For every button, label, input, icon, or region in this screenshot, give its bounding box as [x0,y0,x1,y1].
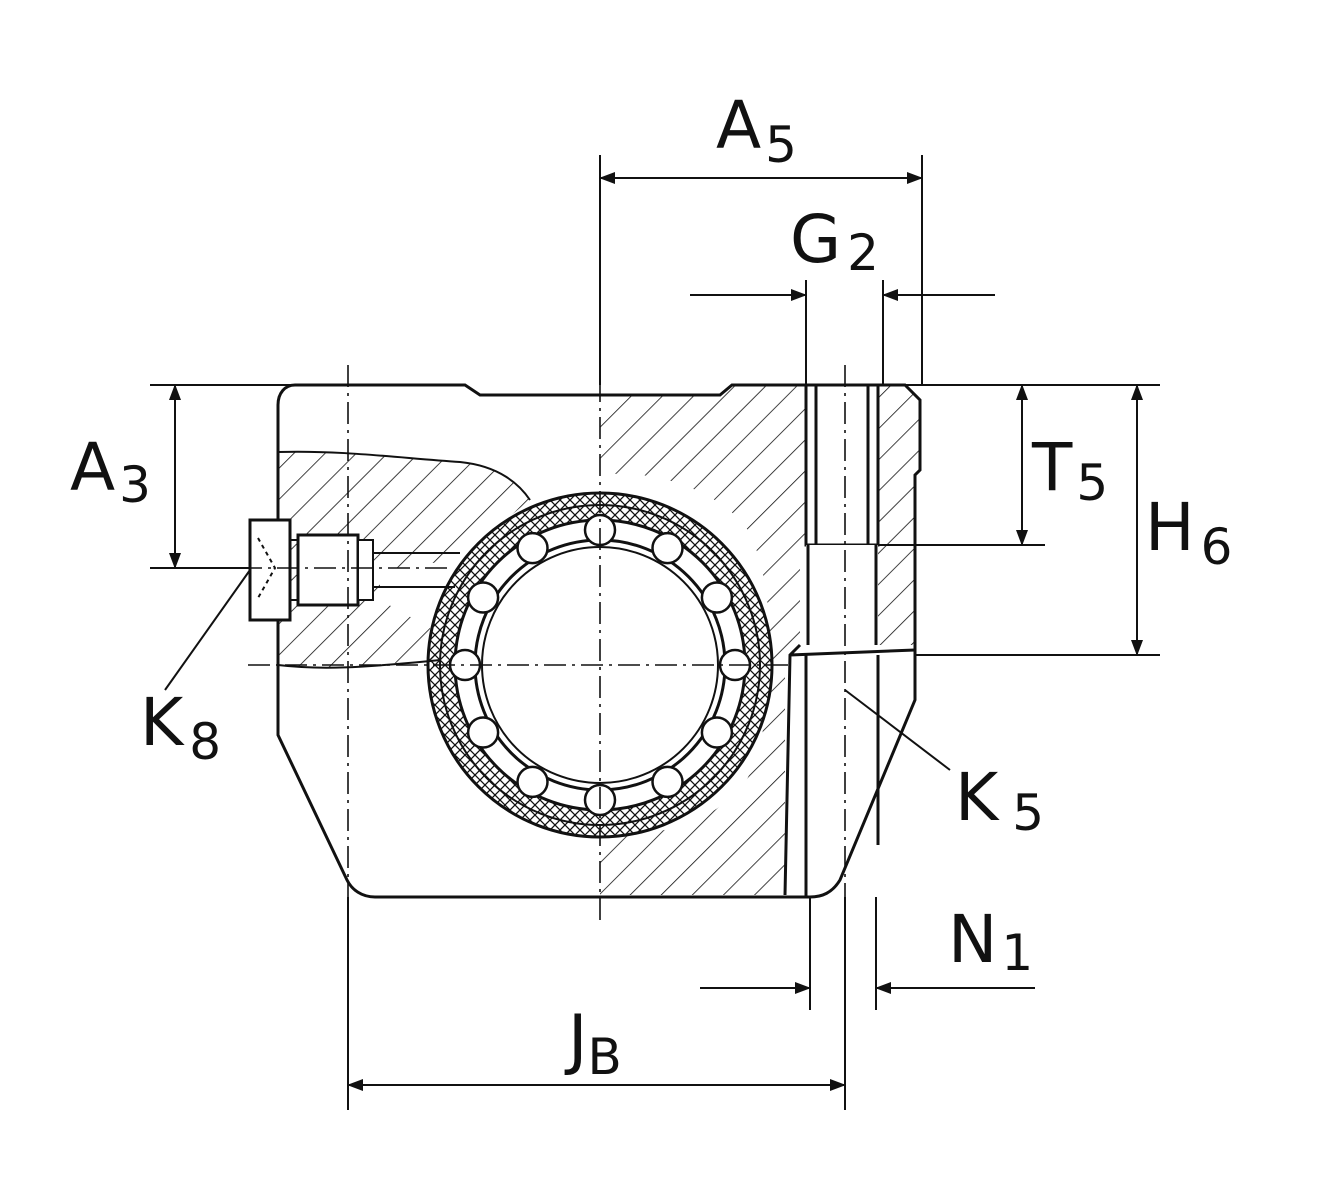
housing-section-hatch [278,385,920,895]
label-T5: T5 [1031,429,1108,512]
bearing-ball [466,581,500,614]
bearing-ball [651,531,684,565]
label-A5: A5 [716,87,797,174]
leader-lines [164,569,951,771]
bearing-ball [651,765,684,799]
bearing-ball [466,716,500,749]
center-lines [240,365,846,1020]
dimension-lines [169,172,1143,1091]
bearing-ball [516,531,549,565]
bearing-ball [700,716,734,749]
label-JB: JB [564,1001,622,1086]
bearing-ball [700,581,734,614]
label-N1: N1 [948,901,1033,982]
bolt-hole [783,383,916,897]
label-A3: A3 [70,429,151,514]
bearing-ball [516,765,549,799]
housing-outline [276,383,922,899]
ball-set [448,513,752,817]
